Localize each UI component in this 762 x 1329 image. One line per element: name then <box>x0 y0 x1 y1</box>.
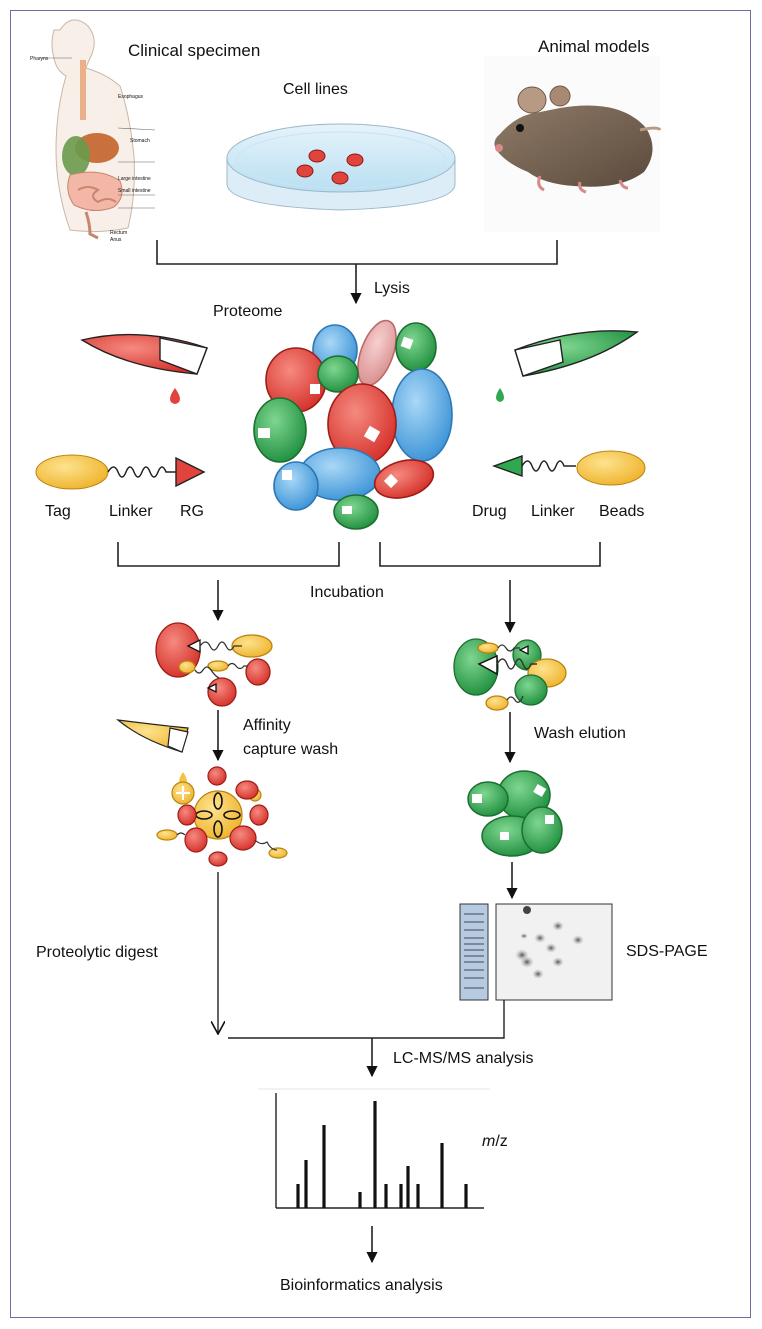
anatomy-label-stomach: Stomach <box>130 138 150 144</box>
eluted-proteins <box>467 770 563 857</box>
incubation-brackets <box>117 542 601 634</box>
anatomy-illustration: Pharynx Esophagus Stomach Large intestin… <box>30 19 156 243</box>
lysis-bracket <box>156 240 558 305</box>
wash-elution-label: Wash elution <box>534 725 626 742</box>
anatomy-label-anus: Anus <box>110 237 122 243</box>
clinical-specimen-label: Clinical specimen <box>128 41 260 60</box>
lcms-label: LC-MS/MS analysis <box>393 1050 533 1067</box>
right-probe-molecule <box>491 450 646 486</box>
right-linker-label: Linker <box>531 503 575 520</box>
bioinformatics-label: Bioinformatics analysis <box>280 1277 443 1294</box>
sds-page-label: SDS-PAGE <box>626 943 708 960</box>
proteome-cluster <box>253 319 453 530</box>
mouse-illustration <box>484 56 662 232</box>
affinity-capture-complex <box>156 766 288 867</box>
anatomy-label-pharynx: Pharynx <box>30 56 49 62</box>
left-bound-complex <box>155 622 273 707</box>
right-bound-complex <box>453 638 567 711</box>
affinity-label: Affinity <box>243 717 291 734</box>
left-linker-label: Linker <box>109 503 153 520</box>
anatomy-label-rectum: Rectum <box>110 230 127 236</box>
drug-label: Drug <box>472 503 507 520</box>
anatomy-label-esophagus: Esophagus <box>118 94 144 100</box>
lysis-label: Lysis <box>374 280 410 297</box>
anatomy-label-small-intestine: Small intestine <box>118 188 151 194</box>
capture-wash-label: capture wash <box>243 741 338 758</box>
figure-frame <box>10 10 751 1318</box>
incubation-label: Incubation <box>310 584 384 601</box>
sds-page-2d-gel <box>495 903 613 1001</box>
yellow-syringe <box>116 719 189 753</box>
left-probe-molecule <box>35 454 206 490</box>
rg-label: RG <box>180 503 204 520</box>
lcms-bracket <box>218 872 505 1078</box>
left-probe-syringe <box>80 333 208 404</box>
cell-lines-label: Cell lines <box>283 81 348 98</box>
mass-spectrum <box>258 1088 490 1209</box>
mz-axis-label: m/z <box>482 1133 508 1150</box>
anatomy-label-large-intestine: Large intestine <box>118 176 151 182</box>
animal-models-label: Animal models <box>538 37 650 56</box>
mz-axis-label-m: m <box>482 1133 495 1150</box>
proteome-label: Proteome <box>213 303 282 320</box>
petri-dish-illustration <box>226 123 456 211</box>
right-probe-syringe <box>496 330 639 402</box>
tag-label: Tag <box>45 503 71 520</box>
proteolytic-digest-label: Proteolytic digest <box>36 944 158 961</box>
mz-axis-label-z: /z <box>495 1133 507 1150</box>
sds-page-gel-lane <box>459 903 489 1001</box>
beads-label: Beads <box>599 503 644 520</box>
